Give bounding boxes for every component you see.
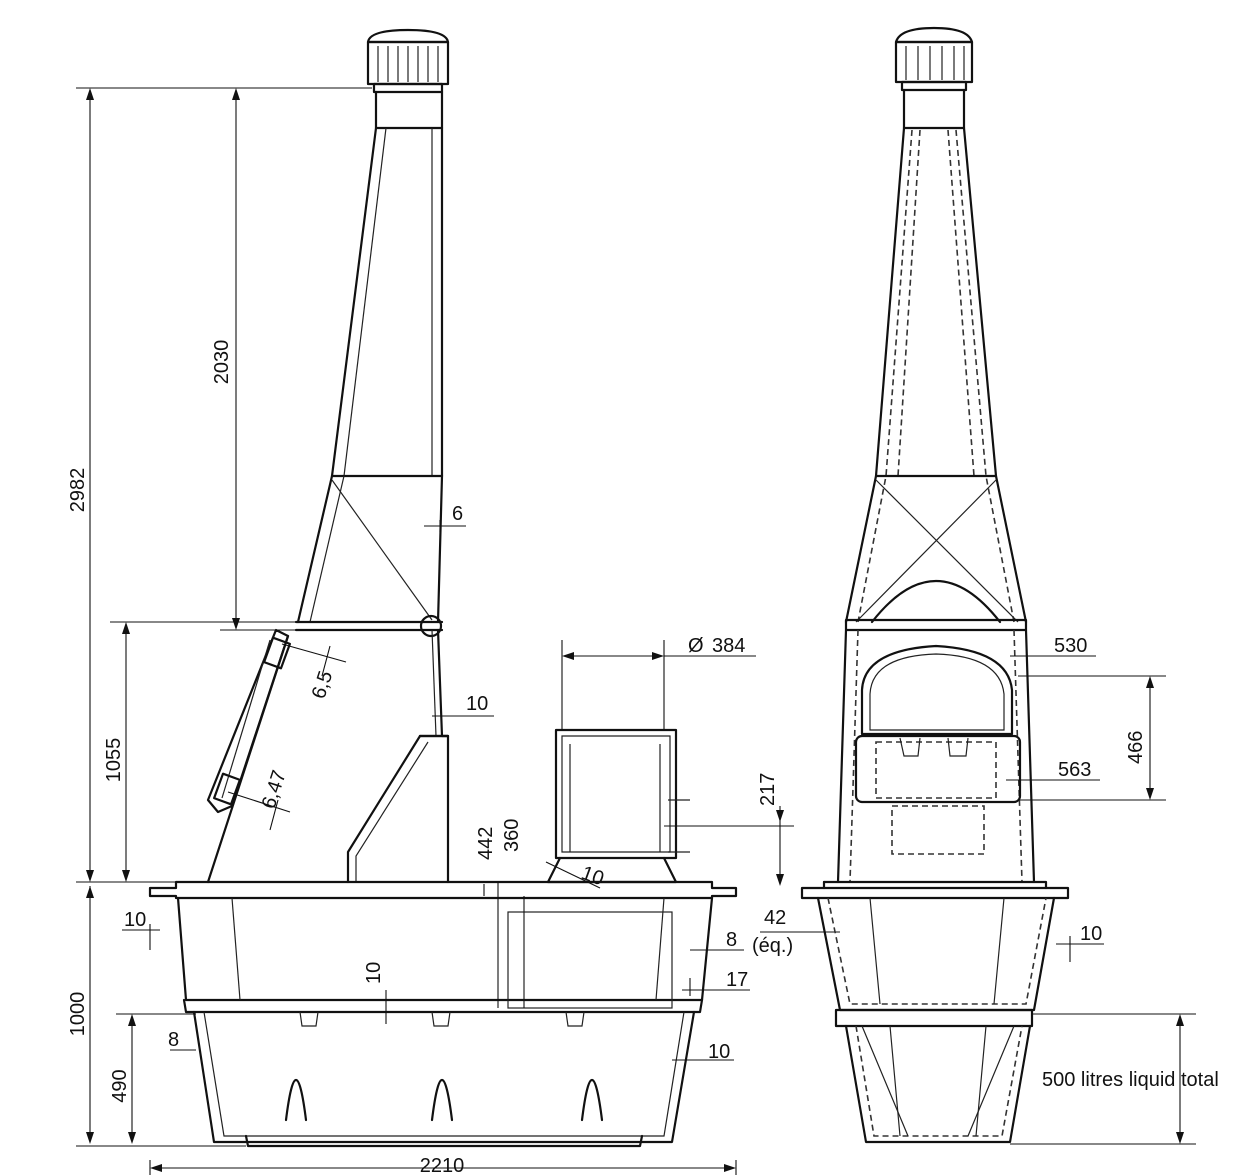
chimney-body (296, 90, 444, 624)
lower-tank (192, 1010, 696, 1148)
dim-wall-10-post: 10 (466, 693, 488, 715)
dim-wall-8-left: 8 (168, 1029, 179, 1051)
side-view (148, 28, 738, 1148)
dim-wall-6-5: 6,5 (308, 668, 338, 701)
collector (546, 728, 690, 884)
dim-total-width: 2210 (420, 1155, 465, 1175)
dim-diameter-symbol: Ø (688, 635, 704, 657)
chimney-cap (366, 28, 450, 94)
dim-height-442: 442 (475, 827, 497, 860)
side-dimensions (76, 87, 840, 1175)
dim-lower-tank-height: 490 (109, 1069, 131, 1102)
dim-height-217: 217 (757, 773, 779, 806)
dim-front-530: 530 (1054, 635, 1087, 657)
dim-front-wall-10: 10 (1080, 923, 1102, 945)
dim-flange-42: 42 (764, 907, 786, 929)
front-chimney (844, 88, 1028, 624)
dimension-labels: 2982 2030 1055 1000 490 2210 6 6,5 6,47 … (67, 340, 1219, 1175)
dim-wall-10-diag: 10 (578, 862, 606, 890)
hood-lower (206, 628, 450, 884)
dim-chimney-height: 2030 (211, 340, 233, 385)
dim-wall-8-right: 8 (726, 929, 737, 951)
hood-door (206, 628, 292, 814)
dim-wall-6-47: 6,47 (258, 768, 291, 812)
front-cap (894, 26, 974, 92)
dim-flange-42-note: (éq.) (752, 935, 793, 957)
dim-front-466: 466 (1125, 731, 1147, 764)
dim-diameter: 384 (712, 635, 745, 657)
capacity-note: 500 litres liquid total (1042, 1069, 1219, 1091)
front-hood (836, 618, 1036, 884)
dim-wall-17: 17 (726, 969, 748, 991)
front-tank (800, 880, 1070, 1144)
dim-wall-10-flange: 10 (124, 909, 146, 931)
dim-tank-height: 1000 (67, 992, 89, 1037)
front-dimensions (1006, 655, 1196, 1145)
front-view (800, 26, 1070, 1144)
dim-hood-height: 1055 (103, 738, 125, 783)
dim-total-height: 2982 (67, 468, 89, 513)
dim-wall-10-center: 10 (363, 962, 385, 984)
dim-height-360: 360 (501, 819, 523, 852)
upper-tank (148, 880, 738, 1014)
hood-ring (294, 614, 444, 638)
dim-wall-10-lower: 10 (708, 1041, 730, 1063)
dim-wall-6: 6 (452, 503, 463, 525)
dim-front-563: 563 (1058, 759, 1091, 781)
